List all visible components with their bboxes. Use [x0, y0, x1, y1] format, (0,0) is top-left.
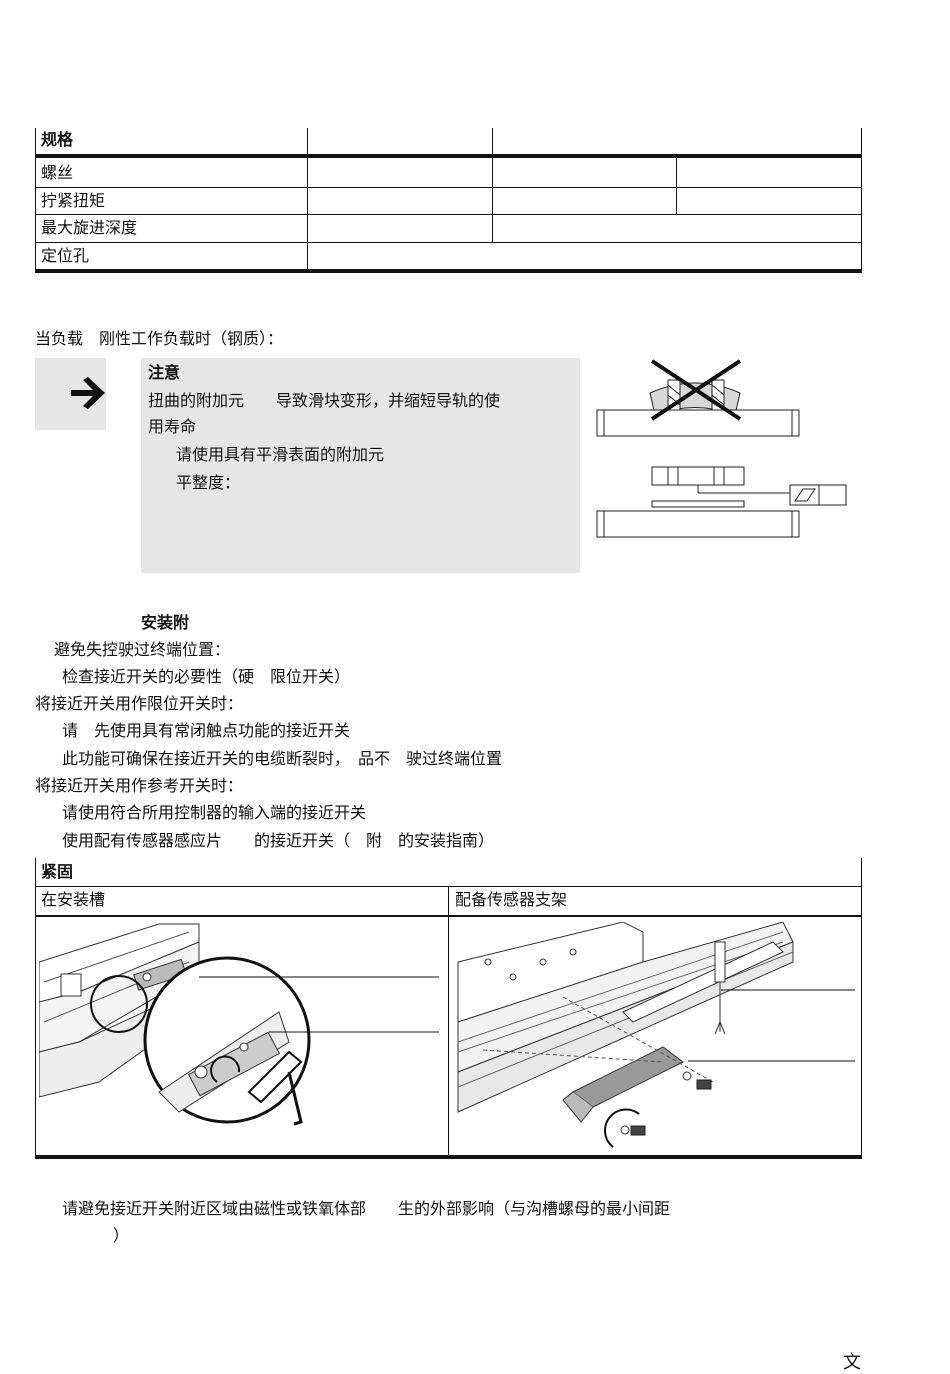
spec-row-pin: 定位孔: [41, 246, 90, 265]
note-bullet-2: 平整度：: [176, 473, 241, 492]
install-line-4: 请 先使用具有常闭触点功能的接近开关: [62, 721, 351, 740]
load-text: 当负载 刚性工作负载时（钢质）：: [35, 329, 284, 348]
note-line-1: 扭曲的附加元 导致滑块变形，并缩短导轨的使: [148, 391, 501, 410]
fasten-col-slot: 在安装槽: [41, 890, 106, 909]
note-box: 注意 扭曲的附加元 导致滑块变形，并缩短导轨的使 用寿命 请使用具有平滑表面的附…: [141, 358, 580, 573]
bracket-mount-illustration: [457, 922, 855, 1148]
fasten-col-bracket: 配备传感器支架: [455, 890, 568, 909]
spec-table-header: 规格: [41, 130, 74, 149]
install-line-3: 将接近开关用作限位开关时：: [35, 694, 244, 713]
spec-row-torque: 拧紧扭矩: [41, 191, 106, 210]
install-line-5: 此功能可确保在接近开关的电缆断裂时， 品不 驶过终端位置: [62, 749, 503, 768]
note-line-2: 用寿命: [148, 417, 197, 436]
spec-row-screw: 螺丝: [41, 163, 74, 182]
slot-mount-illustration: [39, 923, 439, 1126]
fasten-table: 紧固 在安装槽 配备传感器支架: [35, 858, 862, 1162]
bottom-note-line-1: 请避免接近开关附近区域由磁性或铁氧体部 生的外部影响（与沟槽螺母的最小间距: [62, 1199, 671, 1218]
spec-row-depth: 最大旋进深度: [41, 218, 138, 237]
install-title: 安装附: [141, 613, 190, 632]
cross-icon: [650, 359, 742, 421]
flat-part-illustration: [596, 466, 847, 538]
note-arrow-box: [35, 358, 106, 430]
install-line-6: 将接近开关用作参考开关时：: [35, 776, 244, 795]
note-bullet-1: 请使用具有平滑表面的附加元: [176, 445, 385, 464]
fasten-header: 紧固: [41, 862, 74, 881]
bottom-note-line-2: ）: [113, 1226, 130, 1245]
arrow-right-icon: [69, 375, 107, 415]
install-line-8: 使用配有传感器感应片 的接近开关（ 附 的安装指南）: [62, 831, 495, 850]
install-line-1: 避免失控驶过终端位置：: [54, 640, 231, 659]
page-footer: 文: [843, 1352, 861, 1373]
install-line-2: 检查接近开关的必要性（硬 限位开关）: [62, 667, 351, 686]
install-line-7: 请使用符合所用控制器的输入端的接近开关: [62, 803, 367, 822]
flatness-diagram: [596, 359, 847, 538]
note-title: 注意: [148, 363, 181, 382]
